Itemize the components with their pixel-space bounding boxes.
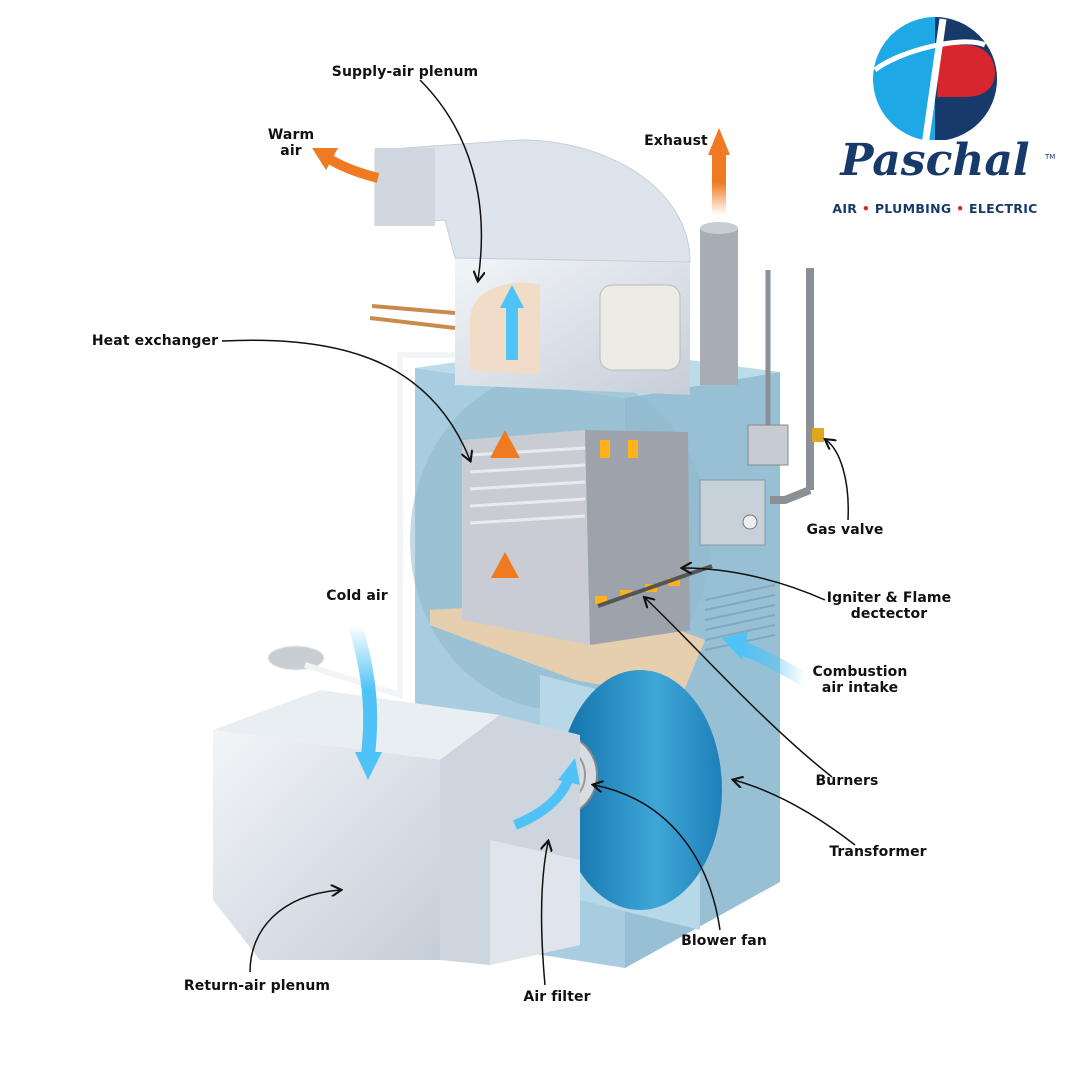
label-transformer: Transformer [829,844,927,860]
paschal-logo: Paschal TM AIR • PLUMBING • ELECTRIC [815,15,1055,220]
brand-trademark: TM [1045,153,1056,161]
label-cold-air: Cold air [326,588,388,604]
label-igniter-line2: dectector [850,606,928,622]
paschal-logo-mark [873,17,997,141]
tagline-air: AIR [832,201,858,216]
label-blower-fan: Blower fan [681,933,767,949]
label-gas-valve: Gas valve [806,522,884,538]
label-igniter: Igniter & Flame dectector [827,590,951,622]
tagline-separator: • [956,201,965,216]
label-combustion-line1: Combustion [812,664,908,680]
label-combustion-line2: air intake [821,680,899,696]
warm-air-arrows [312,128,730,640]
label-warm-air: Warm air [268,127,314,159]
label-warm-air-line2: air [280,143,302,159]
label-supply-air-plenum: Supply-air plenum [331,64,479,80]
label-air-filter: Air filter [523,989,591,1005]
tagline-separator: • [861,201,871,216]
label-igniter-line1: Igniter & Flame [826,590,952,606]
label-return-air-plenum: Return-air plenum [183,978,331,994]
label-heat-exchanger: Heat exchanger [91,333,219,349]
tagline-plumbing: PLUMBING [874,201,952,216]
label-warm-air-line1: Warm [267,127,315,143]
label-combustion-air-intake: Combustion air intake [813,664,908,696]
brand-name: Paschal [840,135,1030,186]
label-exhaust: Exhaust [644,133,708,149]
gas-line [699,268,824,546]
cold-air-arrows [348,285,809,830]
return-air-plenum [213,690,580,965]
exhaust-pipe [700,228,738,385]
tagline-electric: ELECTRIC [969,201,1038,216]
brand-tagline: AIR • PLUMBING • ELECTRIC [815,201,1055,216]
label-burners: Burners [815,773,879,789]
heat-exchanger [462,430,713,645]
leader-lines [221,79,856,986]
